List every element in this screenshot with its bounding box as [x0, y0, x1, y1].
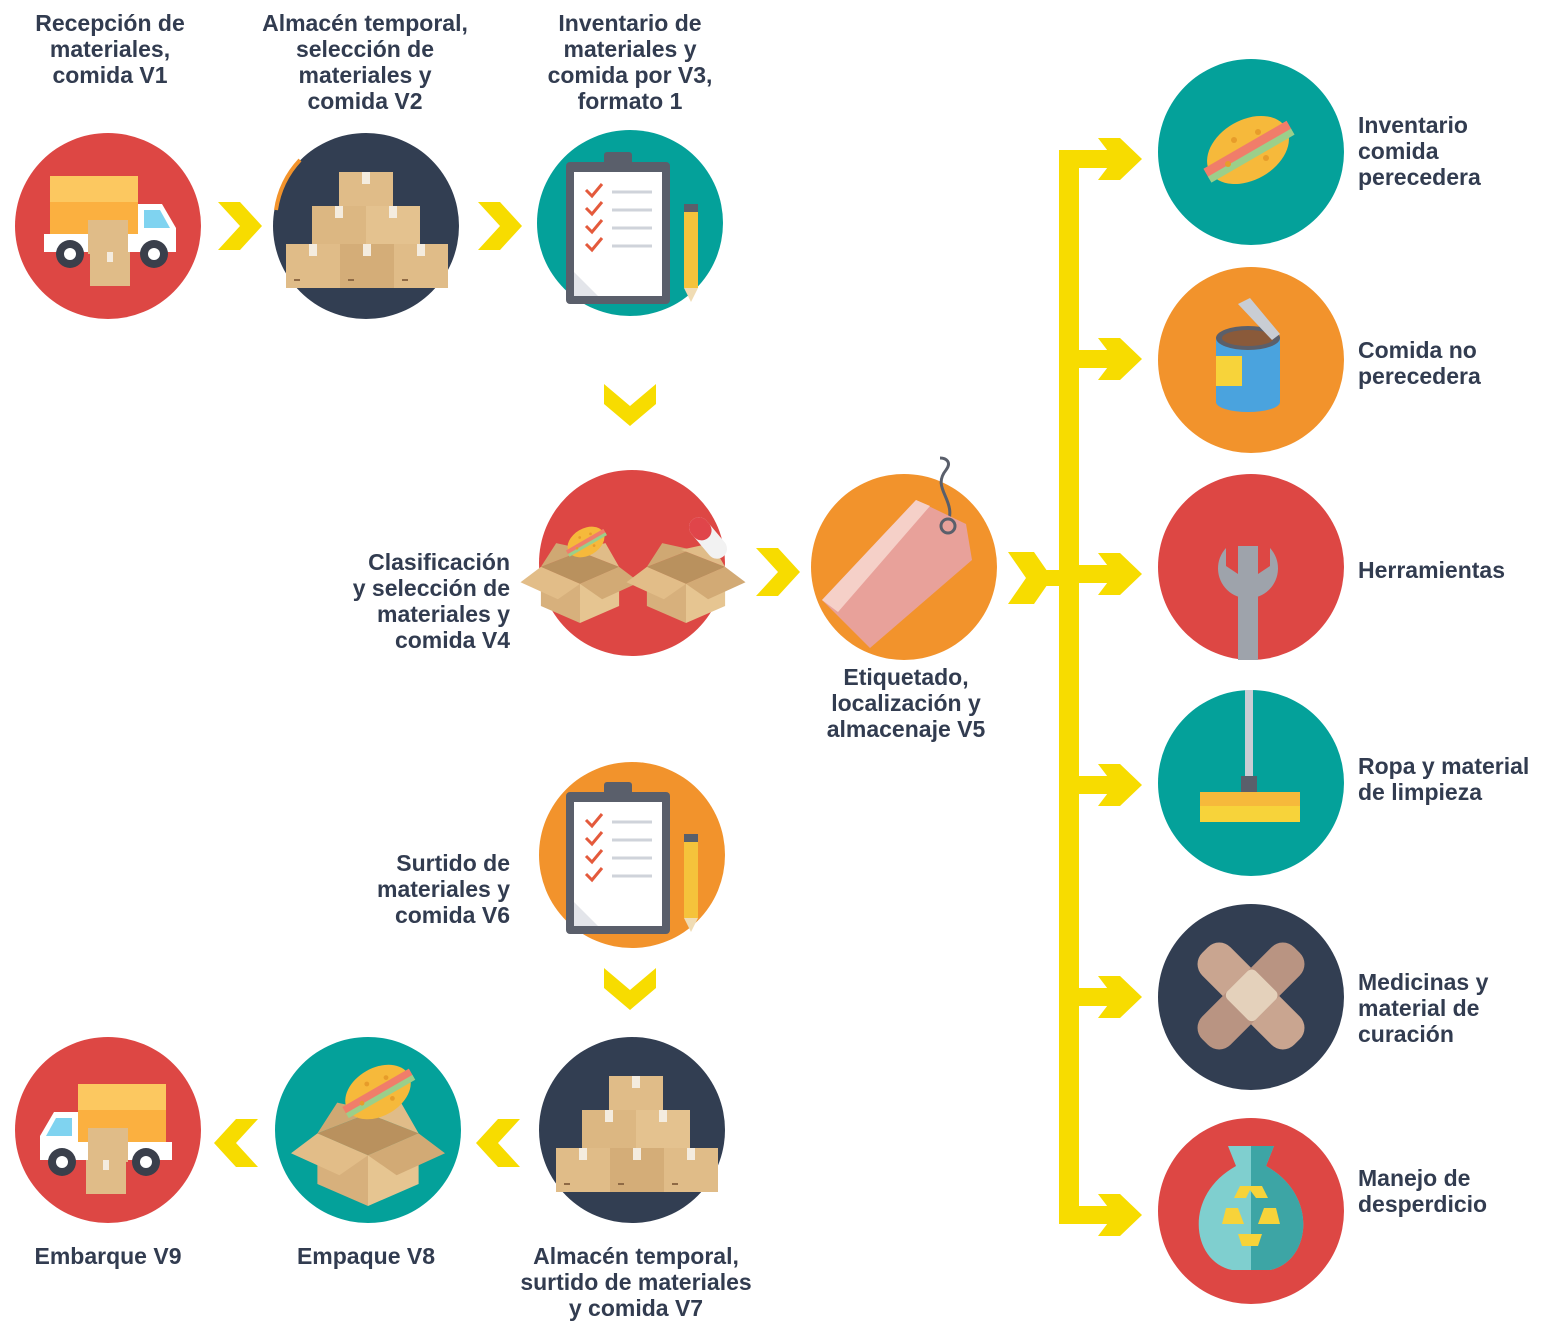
- category-label: Inventario comida perecedera: [1358, 112, 1481, 190]
- arrow-v8-v9: [214, 1119, 258, 1167]
- step-v4-node: [520, 470, 746, 656]
- arrow-v7-v8: [476, 1119, 520, 1167]
- arrow-v4-v5: [756, 548, 800, 596]
- step-v8-label: Empaque V8: [296, 1243, 436, 1269]
- step-v2-node: [273, 133, 459, 319]
- step-v6-label: Surtido de materiales y comida V6: [377, 850, 510, 928]
- bandage-icon: [1197, 942, 1305, 1050]
- category-medicine-node: [1158, 904, 1344, 1090]
- category-non-perishable-node: [1158, 267, 1344, 453]
- step-v7-node: [539, 1037, 725, 1223]
- arrow-v1-v2: [218, 202, 262, 250]
- arrow-v6-v7: [604, 968, 656, 1010]
- step-v5-label: Etiquetado, localización y almacenaje V5: [826, 664, 986, 742]
- step-v5-node: [811, 456, 997, 660]
- step-v4-label: Clasificación y selección de materiales …: [352, 549, 510, 653]
- category-label: Herramientas: [1358, 557, 1506, 583]
- step-v3-label: Inventario de materiales y comida por V3…: [547, 10, 713, 114]
- tag-icon: [822, 456, 972, 648]
- category-perishable-node: [1158, 59, 1344, 245]
- branch-arrow: [1059, 553, 1142, 595]
- branch-arrow: [1059, 976, 1142, 1018]
- category-label: Manejo de desperdicio: [1358, 1165, 1488, 1217]
- category-label: Comida no perecedera: [1358, 337, 1481, 389]
- category-tools-node: [1158, 474, 1344, 660]
- arrow-v3-v4: [604, 384, 656, 426]
- category-waste-node: [1158, 1118, 1344, 1304]
- step-v2-label: Almacén temporal, selección de materiale…: [262, 10, 468, 114]
- category-cleaning-node: [1158, 690, 1344, 876]
- branch-arrow: [1059, 138, 1142, 180]
- recycle-bag-icon: [1198, 1146, 1304, 1270]
- broom-icon: [1200, 690, 1300, 822]
- step-v8-node: [275, 1037, 461, 1223]
- category-label: Ropa y material de limpieza: [1358, 753, 1530, 805]
- step-v3-node: [537, 130, 723, 316]
- branch-arrow: [1059, 338, 1142, 380]
- step-v6-node: [539, 762, 725, 948]
- branch-arrow: [1059, 764, 1142, 806]
- wrench-icon: [1218, 546, 1279, 660]
- open-boxes-icon: [520, 517, 746, 623]
- step-v9-label: Embarque V9: [34, 1243, 182, 1269]
- can-icon: [1216, 298, 1280, 412]
- step-v1-node: [15, 133, 201, 319]
- step-v9-node: [15, 1037, 201, 1223]
- branch-connector: [1008, 138, 1142, 1236]
- step-v1-label: Recepción de materiales, comida V1: [35, 10, 185, 88]
- category-label: Medicinas y material de curación: [1358, 969, 1489, 1047]
- step-v7-label: Almacén temporal, surtido de materiales …: [520, 1243, 752, 1321]
- branch-arrow: [1059, 1194, 1142, 1236]
- arrow-v2-v3: [478, 202, 522, 250]
